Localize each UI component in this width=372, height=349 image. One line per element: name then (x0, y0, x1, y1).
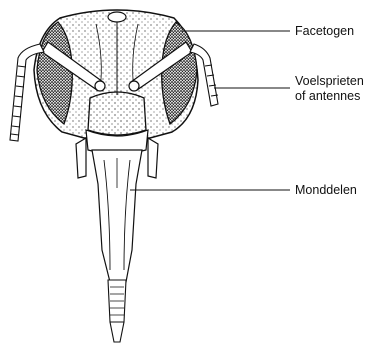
clypeus (86, 92, 148, 154)
label-monddelen: Monddelen (295, 183, 357, 198)
glossa (108, 280, 126, 342)
label-facetogen: Facetogen (295, 24, 354, 39)
label-antennae-line2: of antennes (295, 89, 360, 104)
label-antennae-line1: Voelsprieten (295, 74, 364, 89)
mouthparts (92, 150, 142, 282)
